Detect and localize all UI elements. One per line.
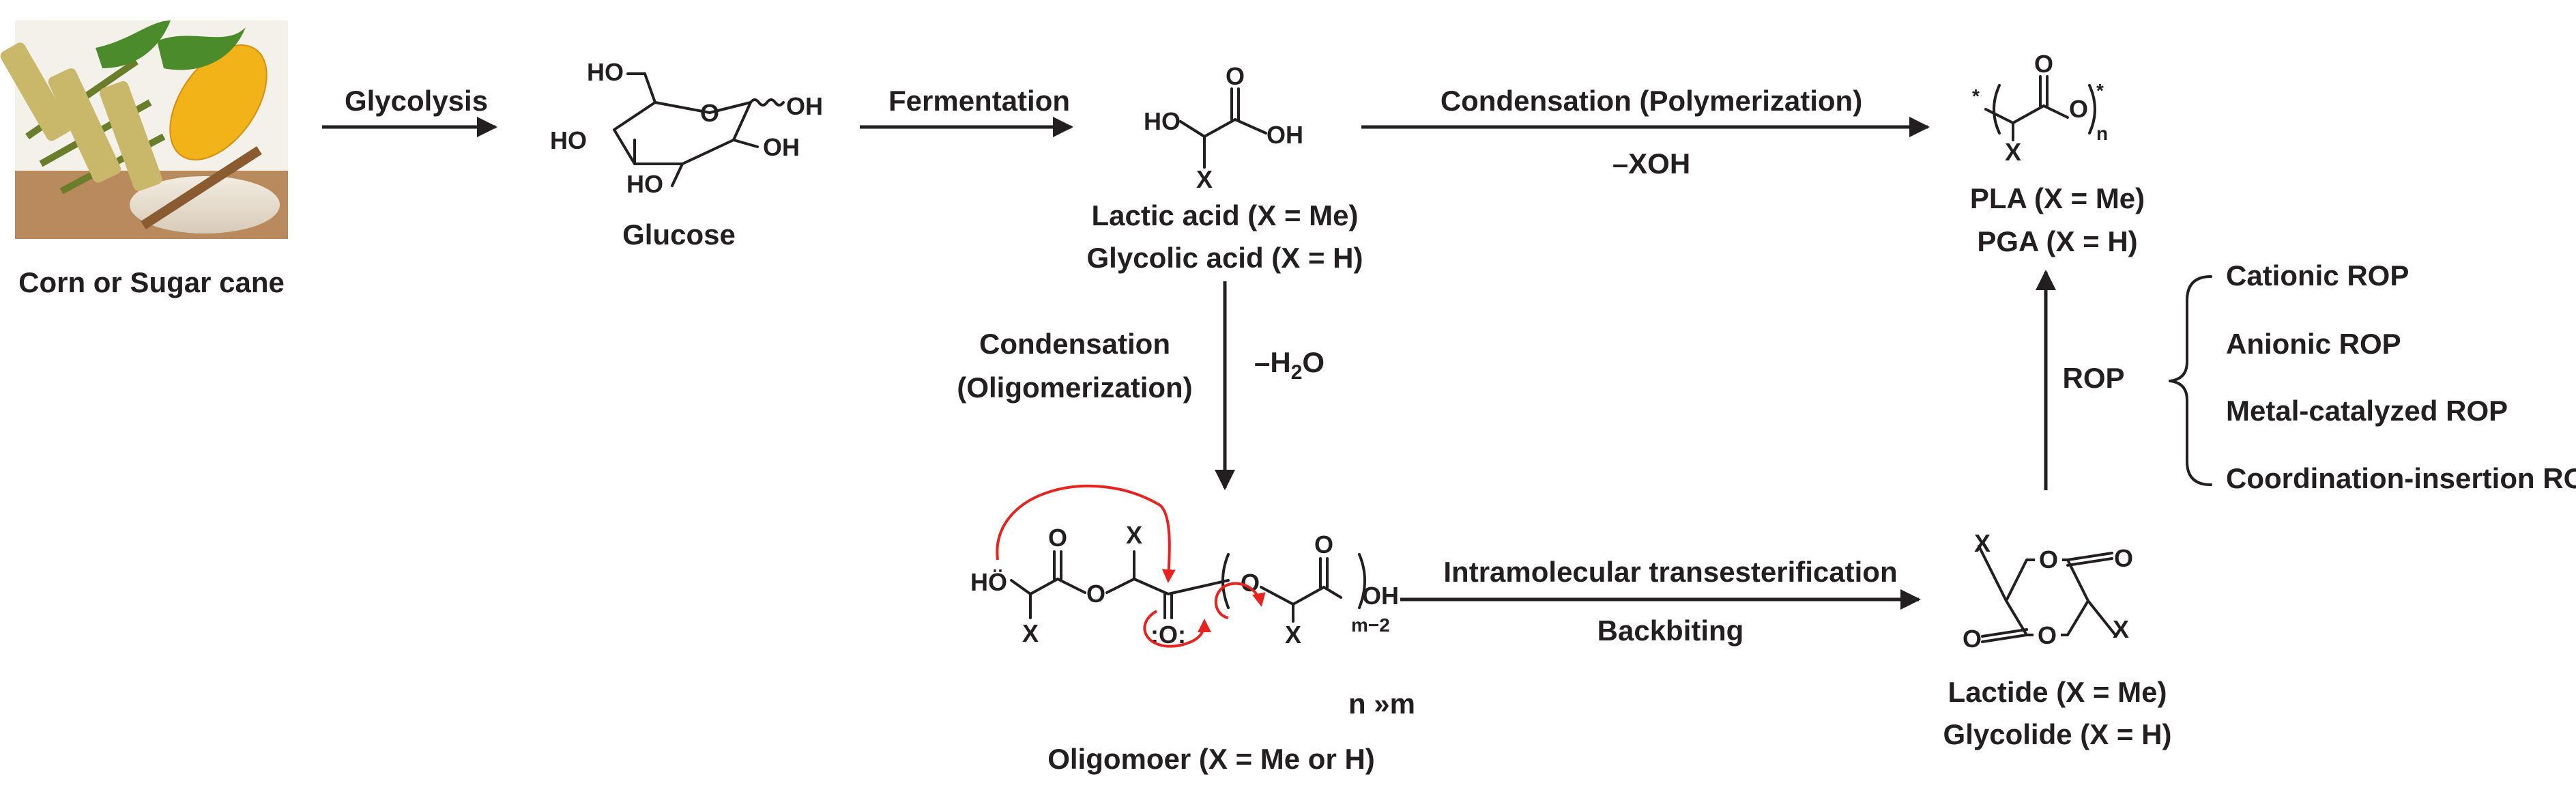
source-label: Corn or Sugar cane — [18, 266, 285, 298]
glucose-ho-top: HO — [587, 58, 624, 86]
lactic-acid-label: Lactic acid (X = Me) — [1092, 199, 1359, 231]
acid-x: X — [1196, 165, 1213, 193]
lactide-label: Lactide (X = Me) — [1948, 676, 2167, 708]
oligomer-label: Oligomoer (X = Me or H) — [1047, 743, 1375, 775]
lone-pair-arrow — [1143, 610, 1211, 648]
lactide-co-o-left: O — [1963, 625, 1982, 653]
acid-ho: HO — [1144, 107, 1181, 135]
oligomer-x1: X — [1022, 619, 1039, 647]
glucose-structure: O HO OH HO OH HO — [550, 58, 823, 198]
oligomer-x3: X — [1285, 621, 1301, 649]
minus-xoh-label: –XOH — [1612, 147, 1690, 180]
lactic-acid-structure: HO O OH X — [1144, 62, 1303, 193]
polymer-x: X — [2005, 138, 2021, 166]
glucose-label: Glucose — [622, 218, 736, 251]
oligomer-x2: X — [1126, 521, 1142, 549]
oligomer-m2: m−2 — [1351, 614, 1390, 636]
fermentation-label: Fermentation — [888, 85, 1070, 117]
pga-label: PGA (X = H) — [1977, 225, 2137, 257]
pla-pga-structure: * O O X * n — [1972, 50, 2108, 166]
lactide-co-o-right: O — [2114, 544, 2133, 572]
oligomer-structure: HÖ X O O X :O: O X O OH m−2 — [970, 484, 1399, 649]
lactide-x-right: X — [2113, 615, 2129, 643]
transesterification-label: Intramolecular transesterification — [1443, 556, 1897, 588]
rop-label: ROP — [2062, 362, 2124, 394]
rop-type-anionic: Anionic ROP — [2226, 328, 2401, 360]
lactide-o-bottom: O — [2038, 621, 2057, 649]
oligomer-o1: O — [1048, 524, 1067, 552]
polymer-star-right: * — [2096, 80, 2104, 101]
oligomerization-label: (Oligomerization) — [957, 371, 1192, 404]
minus-h2o-label: –H2O — [1254, 346, 1325, 384]
polymer-star-left: * — [1972, 85, 1980, 107]
glycolysis-label: Glycolysis — [345, 85, 488, 117]
glucose-ho-left: HO — [550, 126, 587, 154]
glucose-oh-lower: OH — [763, 133, 800, 161]
polymer-ester-o: O — [2069, 95, 2088, 123]
rop-type-metal: Metal-catalyzed ROP — [2226, 395, 2508, 427]
pla-label: PLA (X = Me) — [1970, 182, 2145, 214]
attack-arrow — [996, 484, 1176, 583]
backbiting-label: Backbiting — [1597, 614, 1744, 647]
glycolic-acid-label: Glycolic acid (X = H) — [1087, 242, 1363, 274]
rop-type-cationic: Cationic ROP — [2226, 259, 2409, 292]
polymer-carbonyl-o: O — [2034, 50, 2053, 78]
rop-type-coordination: Coordination-insertion ROP — [2226, 462, 2576, 494]
acid-carbonyl-o: O — [1226, 62, 1245, 90]
corn-sugarcane-photo — [0, 20, 288, 239]
acid-oh: OH — [1267, 121, 1303, 149]
lactide-x-left: X — [1974, 529, 1991, 557]
glucose-ho-bottom: HO — [626, 170, 663, 198]
oligomer-o4: O — [1314, 531, 1333, 558]
oligomer-ho: HÖ — [970, 568, 1007, 596]
lactide-structure: O O O O X X — [1963, 529, 2133, 653]
rop-brace — [2169, 275, 2212, 486]
glucose-o: O — [700, 99, 719, 127]
glycolide-label: Glycolide (X = H) — [1943, 718, 2172, 750]
polymer-n: n — [2096, 123, 2108, 144]
polymerization-label: Condensation (Polymerization) — [1441, 85, 1862, 117]
bond-cleavage-arrow — [1214, 582, 1266, 619]
oligomer-o2: O — [1086, 580, 1105, 608]
glucose-oh-right: OH — [786, 92, 823, 120]
lactide-o-top: O — [2039, 546, 2058, 574]
n-vs-m-label: n »m — [1348, 688, 1415, 720]
oligomer-oh: OH — [1362, 582, 1399, 610]
condensation-label: Condensation — [979, 328, 1170, 360]
